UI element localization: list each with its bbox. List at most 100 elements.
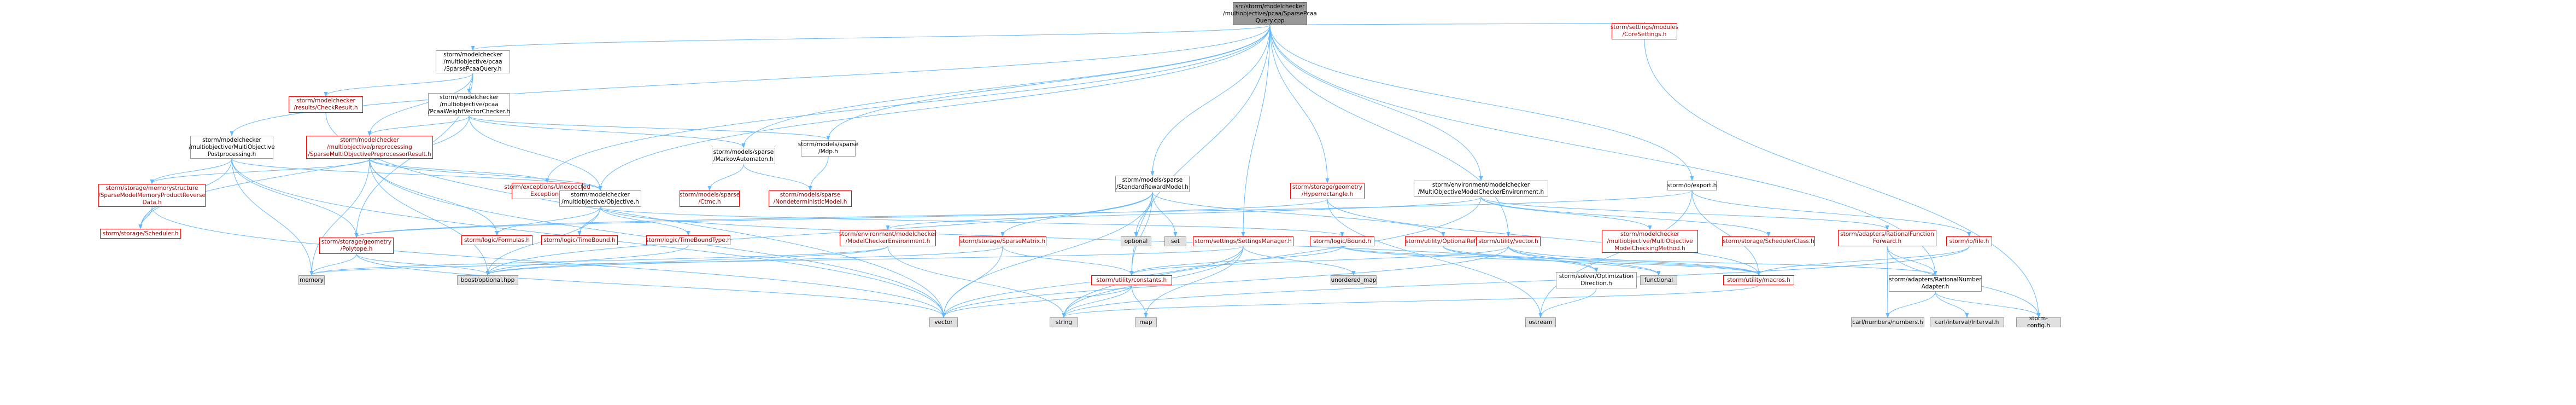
edge-utilvector-to-optdir [1508, 246, 1596, 271]
edge-root-to-settingsmgr [1243, 25, 1271, 236]
edge-sparsematrix-to-boostopt [488, 246, 1003, 275]
edge-objective-to-logicbound [600, 206, 1342, 236]
edge-polytope-to-vector [356, 253, 944, 317]
node-carlinterval[interactable]: carl/interval/Interval.h [1930, 317, 2004, 327]
node-coresettings[interactable]: storm/settings/modules /CoreSettings.h [1611, 23, 1678, 39]
edge-pcaaweightvec-to-scheduler [140, 115, 470, 228]
edge-mdp-to-nondet [810, 156, 829, 190]
node-timeboundtype[interactable]: storm/logic/TimeBoundType.h [646, 235, 731, 245]
edge-stdreward-to-constants [1132, 192, 1153, 275]
edge-objective-to-optdir [600, 206, 1596, 271]
edge-stdreward-to-sparsematrix [1003, 192, 1153, 236]
edge-root-to-markovauto [743, 25, 1271, 147]
node-root: src/storm/modelchecker /multiobjective/p… [1223, 2, 1317, 25]
edge-sparsepcaaquery-to-preprocresult [370, 73, 473, 135]
node-mdp[interactable]: storm/models/sparse /Mdp.h [798, 140, 858, 157]
node-constants[interactable]: storm/utility/constants.h [1091, 275, 1172, 285]
edge-preprocresult-to-boostopt [369, 158, 488, 275]
node-nondet[interactable]: storm/models/sparse /NondeterministicMod… [769, 190, 852, 207]
node-ioexport[interactable]: storm/io/export.h [1667, 181, 1717, 190]
node-logicbound[interactable]: storm/logic/Bound.h [1310, 236, 1374, 246]
edge-root-to-coresettings [1269, 22, 1644, 25]
edge-hyperrect-to-ostream [1327, 199, 1541, 317]
node-hyperrect[interactable]: storm/storage/geometry /Hyperrectangle.h [1290, 183, 1365, 199]
edge-root-to-mdp [828, 25, 1271, 140]
node-timebound[interactable]: storm/logic/TimeBound.h [541, 235, 618, 245]
node-optdir[interactable]: storm/solver/Optimization Direction.h [1556, 272, 1637, 288]
edge-utilvector-to-constants [1132, 246, 1509, 275]
edge-utilvector-to-vector [944, 246, 1509, 317]
edge-optionalref-to-macros [1443, 246, 1759, 275]
edge-moenv-to-mcenv [888, 196, 1482, 229]
edge-ioexport-to-ostream [1541, 190, 1693, 317]
edge-preprocresult-to-objective [369, 158, 600, 190]
edge-logicbound-to-ratnum [1342, 246, 1935, 275]
edge-optdir-to-ostream [1541, 288, 1597, 317]
node-optionalref[interactable]: storm/utility/OptionalRef.h [1405, 236, 1482, 246]
node-boostopt[interactable]: boost/optional.hpp [457, 275, 518, 285]
node-scheduler[interactable]: storm/storage/Scheduler.h [100, 229, 181, 239]
edge-mopost-to-memory [231, 158, 312, 275]
node-sparsepcaaquery[interactable]: storm/modelchecker /multiobjective/pcaa … [436, 50, 510, 73]
edge-root-to-hyperrect [1269, 25, 1327, 182]
edge-ratnum-to-stormconfig [1935, 291, 2039, 317]
node-ratfunc[interactable]: storm/adapters/RationalFunction Forward.… [1838, 230, 1936, 246]
node-set[interactable]: set [1164, 236, 1186, 246]
node-unorderedmap[interactable]: unordered_map [1331, 275, 1377, 285]
node-mcmethod[interactable]: storm/modelchecker /multiobjective/Multi… [1602, 230, 1698, 253]
edge-root-to-moenv [1269, 25, 1481, 180]
node-pcaaweightvec[interactable]: storm/modelchecker /multiobjective/pcaa … [428, 93, 510, 116]
node-markovauto[interactable]: storm/models/sparse /MarkovAutomaton.h [712, 148, 775, 164]
node-polytope[interactable]: storm/storage/geometry /Polytope.h [319, 238, 394, 254]
node-utilvector[interactable]: storm/utility/vector.h [1476, 236, 1541, 246]
edge-mopost-to-memreverse [152, 158, 232, 183]
node-formulas[interactable]: storm/logic/Formulas.h [461, 235, 532, 245]
edge-settingsmgr-to-map [1146, 246, 1244, 317]
node-ctmc[interactable]: storm/models/sparse /Ctmc.h [680, 190, 740, 207]
node-stormconfig[interactable]: storm-config.h [2016, 315, 2061, 329]
edge-preprocresult-to-formulas [369, 158, 497, 235]
node-functional[interactable]: functional [1640, 275, 1677, 285]
node-sparsematrix[interactable]: storm/storage/SparseMatrix.h [959, 236, 1046, 246]
edge-mcenv-to-memory [312, 246, 888, 275]
edge-polytope-to-memory [312, 253, 357, 275]
node-vector[interactable]: vector [929, 317, 958, 327]
node-string[interactable]: string [1050, 317, 1078, 327]
node-settingsmgr[interactable]: storm/settings/SettingsManager.h [1193, 236, 1293, 246]
node-mcenv[interactable]: storm/environment/modelchecker /ModelChe… [839, 230, 936, 246]
node-objective[interactable]: storm/modelchecker /multiobjective/Objec… [559, 190, 641, 207]
edge-moenv-to-mcmethod [1480, 196, 1650, 229]
node-memory[interactable]: memory [298, 275, 325, 285]
node-mopost[interactable]: storm/modelchecker /multiobjective/Multi… [189, 136, 275, 159]
node-macros[interactable]: storm/utility/macros.h [1723, 275, 1794, 285]
edge-root-to-unexpectedex [547, 25, 1271, 182]
edge-ioexport-to-iofile [1691, 190, 1969, 236]
node-ratnum[interactable]: storm/adapters/RationalNumber Adapter.h [1889, 275, 1982, 292]
node-map[interactable]: map [1135, 317, 1157, 327]
edge-root-to-objective [600, 25, 1271, 190]
edge-settingsmgr-to-unorderedmap [1243, 246, 1354, 275]
node-memreverse[interactable]: storm/storage/memorystructure /SparseMod… [98, 184, 206, 207]
edge-ratfunc-to-carlnumbers [1887, 246, 1888, 317]
node-schedclass[interactable]: storm/storage/SchedulerClass.h [1722, 236, 1815, 246]
node-preprocresult[interactable]: storm/modelchecker /multiobjective/prepr… [306, 136, 433, 159]
node-iofile[interactable]: storm/io/file.h [1946, 236, 1992, 246]
edge-preprocresult-to-memory [312, 158, 370, 275]
edge-constants-to-vector [944, 285, 1132, 317]
node-carlnumbers[interactable]: carl/numbers/numbers.h [1851, 317, 1924, 327]
edge-polytope-to-boostopt [356, 253, 488, 275]
edge-settingsmgr-to-memory [312, 246, 1244, 275]
edge-iofile-to-macros [1759, 246, 1970, 275]
edge-sparsepcaaquery-to-checkresult [326, 73, 473, 96]
node-moenv[interactable]: storm/environment/modelchecker /MultiObj… [1414, 181, 1548, 197]
edge-stdreward-to-boostopt [488, 192, 1153, 275]
edge-pcaaweightvec-to-mdp [469, 115, 828, 140]
node-optional[interactable]: optional [1121, 236, 1151, 246]
node-stdreward[interactable]: storm/models/sparse /StandardRewardModel… [1115, 176, 1190, 192]
edge-root-to-stdreward [1152, 25, 1271, 175]
edge-sparsematrix-to-vector [944, 246, 1003, 317]
edge-utilvector-to-functional [1508, 246, 1659, 275]
node-checkresult[interactable]: storm/modelchecker /results/CheckResult.… [289, 96, 363, 113]
node-ostream[interactable]: ostream [1525, 317, 1556, 327]
edge-iofile-to-string [1064, 246, 1970, 317]
